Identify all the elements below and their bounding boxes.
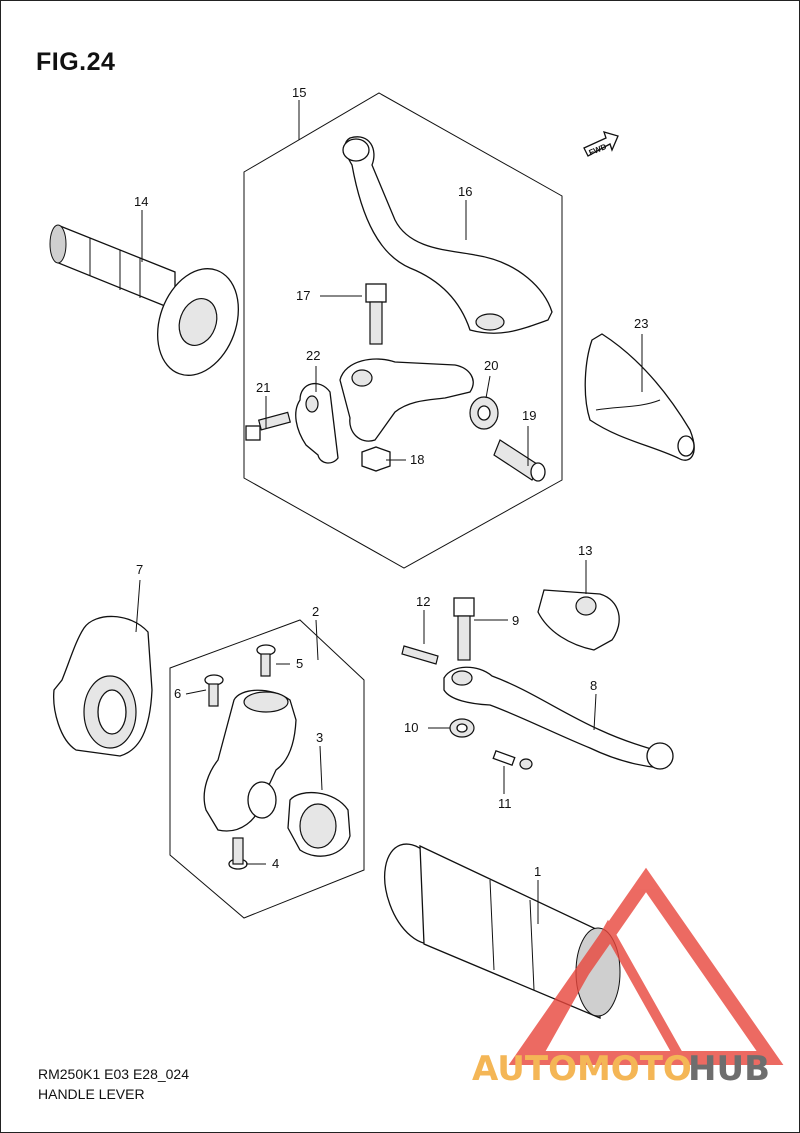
switch-housing-part (53, 615, 153, 757)
watermark-text-auto: AUTOMOTO (472, 1049, 692, 1089)
bolt-9-part (453, 597, 475, 661)
callout-10: 10 (404, 720, 418, 735)
bolt-21-part (245, 411, 292, 441)
callout-15: 15 (292, 85, 306, 100)
callout-22: 22 (306, 348, 320, 363)
lever-cover-part (584, 333, 695, 461)
adjuster-19-part (493, 439, 546, 482)
clamp-3-part (287, 791, 351, 857)
callout-5: 5 (296, 656, 303, 671)
callout-23: 23 (634, 316, 648, 331)
callout-3: 3 (316, 730, 323, 745)
callout-11: 11 (498, 796, 512, 811)
callout-6: 6 (174, 686, 181, 701)
callout-14: 14 (134, 194, 148, 209)
clutch-lever-part (342, 136, 553, 334)
callout-2: 2 (312, 604, 319, 619)
watermark-text-hub: HUB (688, 1049, 770, 1089)
callout-7: 7 (136, 562, 143, 577)
callout-9: 9 (512, 613, 519, 628)
figure-code: RM250K1 E03 E28_024 (38, 1066, 189, 1082)
grip-right-part (384, 843, 621, 1019)
spring-12-part (401, 645, 439, 665)
callout-labels: 15 14 16 17 22 21 20 19 18 23 7 2 3 5 6 … (134, 85, 648, 879)
lever-holder-part (339, 358, 474, 442)
nut-20-part (469, 396, 499, 430)
callout-12: 12 (416, 594, 430, 609)
callout-8: 8 (590, 678, 597, 693)
nut-10-part (449, 718, 475, 738)
screw-6-part (204, 674, 224, 707)
figure-name: HANDLE LEVER (38, 1086, 145, 1102)
assembly-outline-15 (243, 92, 563, 569)
nut-18-part (361, 446, 391, 472)
watermark-logo: AUTOMOTO HUB (472, 867, 784, 1089)
callout-13: 13 (578, 543, 592, 558)
watermark-triangle-inner (527, 919, 689, 1063)
fwd-arrow-icon: FWD (583, 131, 619, 157)
assembly-outline-2 (169, 619, 365, 919)
clamp-part (295, 382, 339, 464)
grip-left-part (49, 224, 240, 376)
lever-cover-13-part (537, 589, 620, 651)
brake-lever-part (443, 666, 674, 770)
callout-19: 19 (522, 408, 536, 423)
figure-title: FIG.24 (36, 48, 116, 76)
leader-lines (135, 100, 643, 924)
callout-1: 1 (534, 864, 541, 879)
screw-4-part (228, 837, 248, 870)
callout-16: 16 (458, 184, 472, 199)
screw-11-part (492, 749, 533, 770)
holder-2-part (203, 689, 297, 832)
callout-4: 4 (272, 856, 279, 871)
bolt-17-part (365, 283, 387, 345)
callout-21: 21 (256, 380, 270, 395)
screw-5-part (256, 644, 276, 677)
callout-17: 17 (296, 288, 310, 303)
callout-20: 20 (484, 358, 498, 373)
callout-18: 18 (410, 452, 424, 467)
